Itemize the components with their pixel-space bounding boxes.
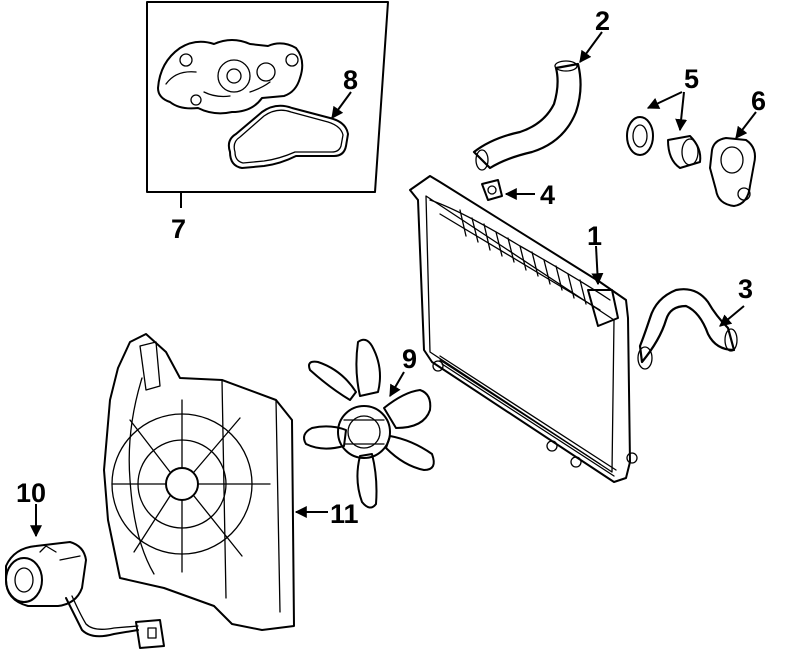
kit-box-outline [146,1,389,193]
callout-2: 2 [595,6,610,36]
leader-6 [735,111,757,139]
callout-10: 10 [16,478,46,508]
shroud-spokes [111,399,271,573]
leader-2 [579,31,603,63]
leader-5a [646,91,683,109]
callout-1: 1 [587,221,602,251]
radiator-fins [439,209,617,477]
callout-11: 11 [330,499,359,529]
thermostat-gasket [626,116,654,156]
water-pump-kit-group: 7 8 [146,1,389,244]
leader-3 [719,305,745,327]
leader-1 [591,245,604,286]
thermostat [667,135,702,169]
callout-4: 4 [540,180,555,210]
water-pump-gasket [227,104,349,169]
callout-7: 7 [171,214,186,244]
callout-8: 8 [343,65,358,95]
leader-9 [389,371,405,398]
cooling-fan [303,338,435,509]
radiator [409,175,638,483]
upper-radiator-hose [472,60,582,171]
lower-radiator-hose [637,288,738,370]
fan-shroud [103,333,295,631]
callout-6: 6 [751,86,766,116]
radiator-cap-bracket [481,179,503,201]
leader-5b [675,91,688,132]
leader-8 [331,91,352,119]
callout-5: 5 [684,64,699,94]
water-pump [157,39,304,115]
callout-3: 3 [738,274,753,304]
thermostat-housing [709,137,756,207]
callout-9: 9 [402,344,417,374]
fan-motor [5,541,165,649]
